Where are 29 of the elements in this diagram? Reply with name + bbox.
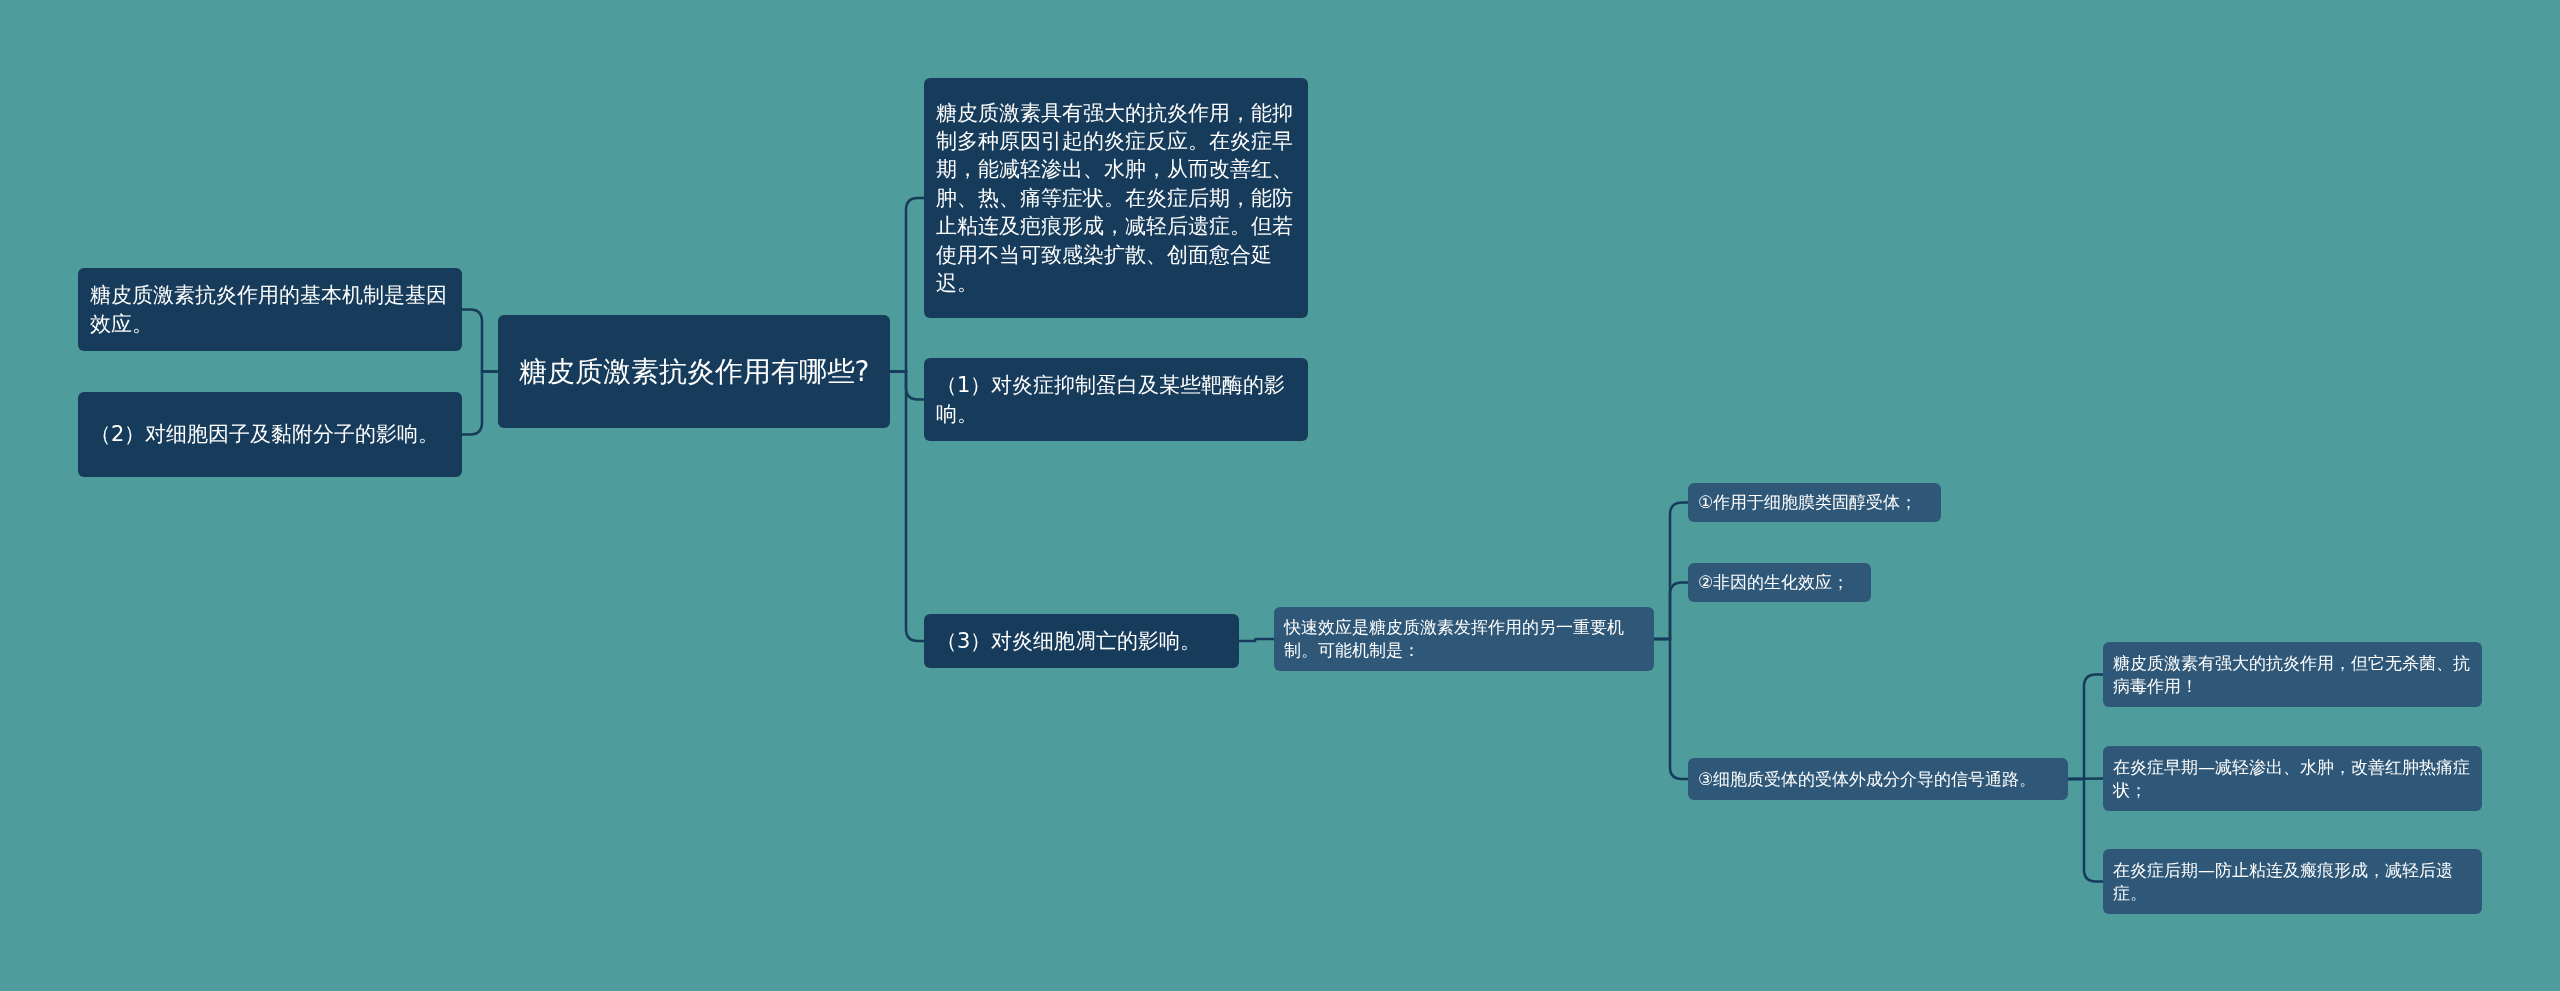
connector-line	[462, 370, 498, 436]
connector-line	[1239, 637, 1274, 643]
node-text: 在炎症后期—防止粘连及瘢痕形成，减轻后遗症。	[2113, 858, 2454, 905]
branch-box	[924, 78, 1308, 318]
branch-box	[78, 268, 462, 351]
branch-box	[924, 614, 1239, 668]
branch-box	[1688, 483, 1941, 522]
node-text: 糖皮质激素抗炎作用有哪些?	[518, 353, 870, 390]
node-text: ②非因的生化效应；	[1698, 571, 1850, 594]
branch-box	[2103, 746, 2482, 811]
node-text: 在炎症早期—减轻渗出、水肿，改善红肿热痛症状；	[2113, 755, 2471, 802]
node-text: ③细胞质受体的受体外成分介导的信号通路。	[1698, 767, 2037, 791]
node-text: 糖皮质激素有强大的抗炎作用，但它无杀菌、抗病毒作用！	[2113, 651, 2471, 698]
node-text: （3）对炎细胞凋亡的影响。	[936, 627, 1202, 655]
branch-box	[1688, 758, 2068, 800]
node-text: 快速效应是糖皮质激素发挥作用的另一重要机制。可能机制是：	[1284, 616, 1625, 662]
branch-box	[2103, 642, 2482, 707]
branch-box	[2103, 849, 2482, 914]
branch-box	[1274, 607, 1654, 671]
branch-box	[924, 358, 1308, 441]
node-text: ①作用于细胞膜类固醇受体；	[1698, 491, 1918, 514]
branch-box	[78, 392, 462, 477]
node-text: （2）对细胞因子及黏附分子的影响。	[90, 421, 440, 449]
connector-line	[2068, 777, 2103, 883]
branch-box	[1688, 563, 1871, 602]
node-text: （1）对炎症抑制蛋白及某些靶酶的影响。	[936, 372, 1287, 428]
node-text: 糖皮质激素具有强大的抗炎作用，能抑制多种原因引起的炎症反应。在炎症早期，能减轻渗出、水肿，从而改善红、肿、热、痛等症状。在炎症后期，能防止粘连及疤痕形成，减轻后遗症。但若使用不当可致感染扩散、创面愈合延迟。	[936, 99, 1294, 297]
node-text: 糖皮质激素抗炎作用的基本机制是基因效应。	[90, 282, 448, 338]
topic-box	[498, 315, 890, 428]
